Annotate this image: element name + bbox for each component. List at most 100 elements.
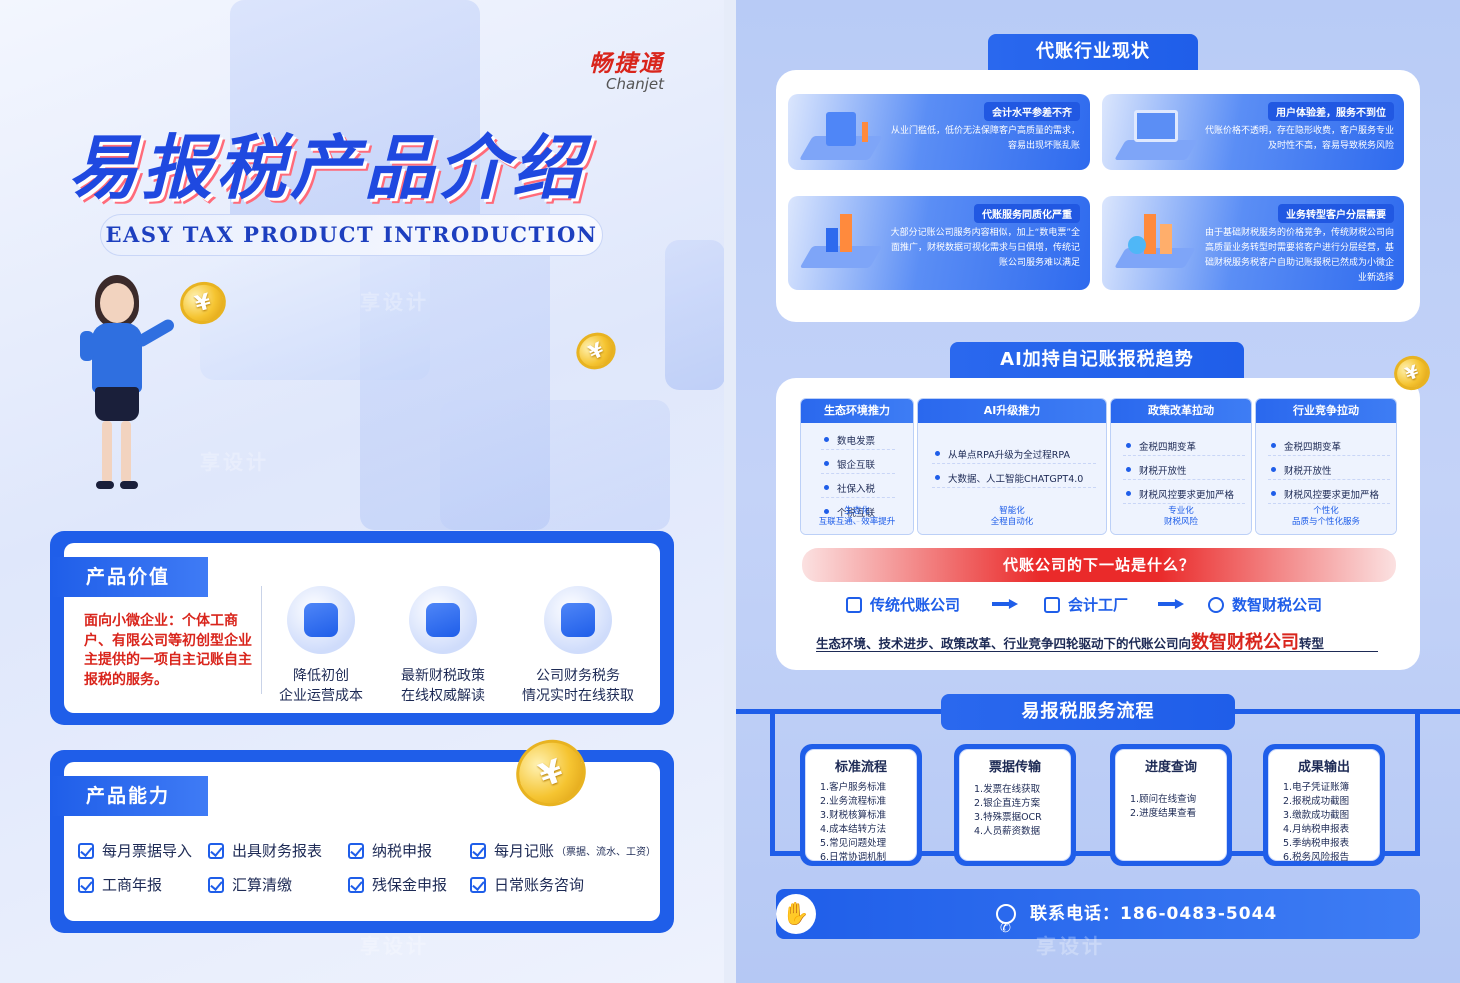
process-item: 2.进度结果查看 <box>1130 808 1197 819</box>
capability-item: 工商年报 <box>78 874 162 895</box>
trend-foot-title: 智能化 <box>999 506 1025 516</box>
trend-column-head: 生态环境推力 <box>801 399 913 423</box>
transform-suffix: 转型 <box>1299 636 1325 651</box>
process-item: 4.月纳税申报表 <box>1283 824 1350 835</box>
divider <box>261 586 262 694</box>
trend-foot-sub: 财税风险 <box>1163 517 1198 527</box>
arrow-right-icon <box>1158 599 1184 609</box>
trend-item: 社保入税 <box>821 481 895 498</box>
watermark: 享设计 <box>1036 934 1105 958</box>
value-item-line2: 企业运营成本 <box>279 688 363 704</box>
status-box-text: 由于基础财税服务的价格竞争，传统财税公司向高质量业务转型时需要将客户进行分层经营… <box>1204 228 1394 283</box>
process-frame <box>770 709 1420 856</box>
value-item-line1: 公司财务税务 <box>536 668 620 684</box>
capability-label: 纳税申报 <box>372 842 433 860</box>
capability-item: 残保金申报 <box>348 874 447 895</box>
policy-icon <box>409 586 477 654</box>
arrow-right-icon <box>992 599 1018 609</box>
brand-logo: 畅捷通 Chanjet <box>589 44 664 93</box>
status-box: 会计水平参差不齐 从业门槛低，低价无法保障客户高质量的需求，容易出现坏账乱账 <box>788 94 1090 170</box>
capability-label: 残保金申报 <box>372 876 448 894</box>
businesswoman-illustration <box>70 275 180 505</box>
process-item: 6.税务风险报告 <box>1283 852 1350 863</box>
trend-column: 政策改革拉动 金税四期变革 财税开放性 财税风控要求更加严格 专业化财税风险 <box>1110 398 1252 535</box>
contact-phone[interactable]: 联系电话：186-0483-5044 <box>1030 904 1278 924</box>
contact-bar: 联系电话：186-0483-5044 <box>776 889 1420 954</box>
value-item-line2: 情况实时在线获取 <box>522 688 634 704</box>
underline <box>816 651 1378 652</box>
capability-note: （票据、流水、工资） <box>556 847 657 858</box>
process-item: 2.业务流程标准 <box>820 796 887 807</box>
product-capability-tag: 产品能力 <box>50 776 208 816</box>
flow-step: 数智财税公司 <box>1208 594 1322 615</box>
trend-item: 金税四期变革 <box>1268 439 1390 456</box>
process-step: 进度查询 1.顾问在线查询 2.进度结果查看 <box>1110 744 1232 866</box>
flow-step-label: 传统代账公司 <box>870 596 961 614</box>
magnifier-chart-illustration <box>796 214 886 272</box>
process-item: 3.缴款成功截图 <box>1283 810 1350 821</box>
laptop-illustration <box>1110 108 1200 166</box>
trend-item: 从单点RPA升级为全过程RPA <box>932 447 1096 464</box>
watermark: 享设计 <box>200 450 269 474</box>
process-step-title: 票据传输 <box>988 760 1041 775</box>
page-subtitle: EASY TAX PRODUCT INTRODUCTION <box>100 214 603 256</box>
checkbox-icon <box>348 876 364 893</box>
process-item: 3.特殊票据OCR <box>974 812 1042 823</box>
process-step: 标准流程 1.客户服务标准 2.业务流程标准 3.财税核算标准 4.成本结转方法… <box>800 744 922 866</box>
process-item: 1.电子凭证账簿 <box>1283 782 1350 793</box>
transform-prefix: 生态环境、技术进步、政策改革、行业竞争四轮驱动下的代账公司向 <box>816 636 1192 651</box>
dashboard-illustration <box>796 108 886 166</box>
industry-page: 代账行业现状 会计水平参差不齐 从业门槛低，低价无法保障客户高质量的需求，容易出… <box>736 0 1460 983</box>
trend-item: 个税互联 <box>821 505 895 522</box>
capability-item: 出具财务报表 <box>208 840 322 861</box>
flow-step: 会计工厂 <box>1044 594 1128 615</box>
process-step-title: 标准流程 <box>834 760 887 775</box>
capability-label: 每月记账 <box>494 842 555 860</box>
phone-icon <box>996 904 1016 954</box>
watermark: 享设计 <box>1026 290 1095 314</box>
document-icon <box>846 596 862 613</box>
process-step-title: 成果输出 <box>1297 760 1350 775</box>
status-box: 业务转型客户分层需要 由于基础财税服务的价格竞争，传统财税公司向高质量业务转型时… <box>1102 196 1404 290</box>
capability-item: 汇算清缴 <box>208 874 292 895</box>
capability-item: 每月票据导入 <box>78 840 192 861</box>
background-window <box>665 240 724 390</box>
bar-chart-illustration <box>1110 214 1200 272</box>
status-box: 代账服务同质化严重 大部分记账公司服务内容相似，加上“数电票”全面推广，财税数据… <box>788 196 1090 290</box>
checkbox-icon <box>78 876 94 893</box>
value-item-line1: 降低初创 <box>293 668 349 684</box>
trend-column-head: 政策改革拉动 <box>1111 399 1251 423</box>
value-item: 降低初创 企业运营成本 <box>262 586 380 706</box>
trend-item: 金税四期变革 <box>1123 439 1245 456</box>
capability-label: 汇算清缴 <box>232 876 293 894</box>
status-box-head: 业务转型客户分层需要 <box>1278 204 1394 223</box>
process-item: 2.银企直连方案 <box>974 798 1041 809</box>
background-platform <box>440 400 670 530</box>
status-box-head: 用户体验差，服务不到位 <box>1268 102 1394 121</box>
watermark: 享设计 <box>1346 290 1415 314</box>
checkbox-icon <box>470 842 486 859</box>
hand-icon: ✋ <box>776 894 816 934</box>
flow-step: 传统代账公司 <box>846 594 960 615</box>
capability-item: 每月记账（票据、流水、工资） <box>470 840 656 861</box>
trend-item: 数电发票 <box>821 433 895 450</box>
trend-column: AI升级推力 从单点RPA升级为全过程RPA 大数据、人工智能CHATGPT4.… <box>917 398 1107 535</box>
trend-foot-sub: 品质与个性化服务 <box>1291 517 1360 527</box>
product-value-tag: 产品价值 <box>50 557 208 597</box>
status-box-text: 大部分记账公司服务内容相似，加上“数电票”全面推广，财税数据可视化需求与日俱增，… <box>890 228 1080 268</box>
value-item: 最新财税政策 在线权威解读 <box>382 586 504 706</box>
gear-icon <box>1208 596 1224 613</box>
process-step-title: 进度查询 <box>1144 760 1197 775</box>
watermark: 享设计 <box>360 934 429 958</box>
brand-name-en: Chanjet <box>606 75 664 93</box>
watermark: 享设计 <box>360 290 429 314</box>
flow-step-label: 会计工厂 <box>1068 596 1129 614</box>
trend-foot-sub: 全程自动化 <box>990 517 1034 527</box>
process-item: 1.客户服务标准 <box>820 782 887 793</box>
trend-item: 财税风控要求更加严格 <box>1123 487 1245 504</box>
process-item: 5.常见问题处理 <box>820 838 887 849</box>
process-item: 5.季纳税申报表 <box>1283 838 1350 849</box>
calculator-icon <box>1044 596 1060 613</box>
checkbox-icon <box>208 842 224 859</box>
capability-item: 日常账务咨询 <box>470 874 584 895</box>
